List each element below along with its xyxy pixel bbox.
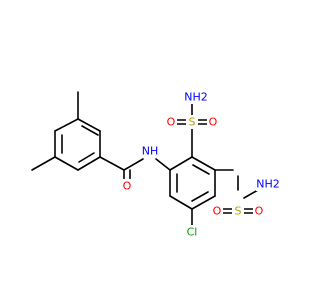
atom-o-top-left: O xyxy=(167,116,176,129)
bond-ring-to-carbonyl xyxy=(99,156,125,171)
bond-s-bottom-to-nh2 xyxy=(243,189,259,199)
bond-ring2-d-inner xyxy=(191,191,209,202)
bond-ring2-e xyxy=(169,195,193,210)
bond-carbonyl-to-nh xyxy=(123,158,144,171)
atom-nh-amide: NH xyxy=(142,145,159,158)
atom-s-top: S xyxy=(189,116,196,129)
bond-nh-to-ring2 xyxy=(155,158,171,171)
bond-ring2-a xyxy=(169,156,193,171)
bond-ring2-b xyxy=(191,156,216,171)
bond-ring1-c-inner xyxy=(78,152,95,163)
atom-o-bottom-right: O xyxy=(255,205,264,218)
bond-ring1-a xyxy=(77,118,101,132)
atom-s-bottom: S xyxy=(235,205,242,218)
bond-ring2-b-inner xyxy=(192,164,210,175)
bond-ring1-d xyxy=(54,156,79,171)
bond-ring1-a-inner xyxy=(81,125,99,136)
bonds xyxy=(31,91,259,227)
bond-ring2-d xyxy=(191,195,216,210)
atom-nh2-bottom: NH2 xyxy=(256,178,280,191)
structure-diagram: NH O S O O NH2 S O O NH2 Cl xyxy=(31,90,280,239)
bond-ring1-f xyxy=(54,118,79,132)
bond-methyl-bottom xyxy=(31,156,56,171)
atom-o-bottom-left: O xyxy=(213,205,222,218)
atom-o-top-right: O xyxy=(209,116,218,129)
atom-nh2-top: NH2 xyxy=(184,91,208,104)
bond-ring1-c xyxy=(77,156,101,171)
atom-labels: NH O S O O NH2 S O O NH2 Cl xyxy=(121,90,280,239)
atom-o-carbonyl: O xyxy=(123,180,132,193)
atom-cl: Cl xyxy=(187,226,198,239)
